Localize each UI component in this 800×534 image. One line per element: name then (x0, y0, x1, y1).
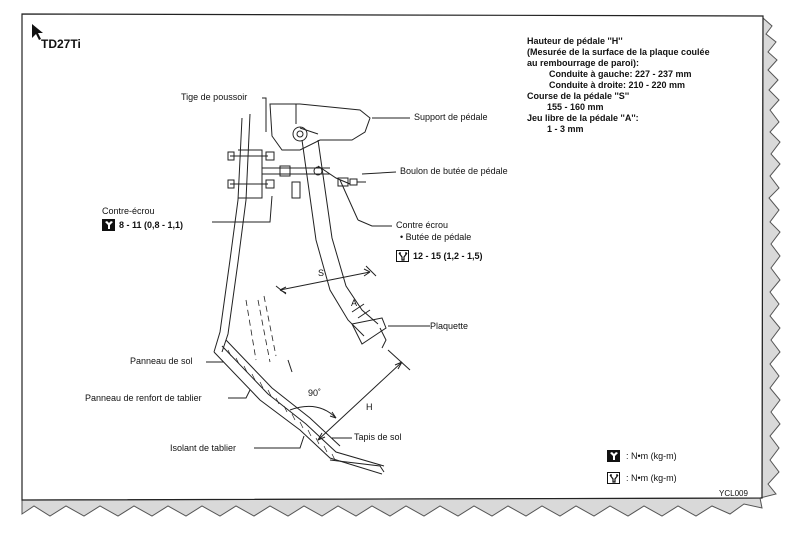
spec-stroke-value: 155 - 160 mm (547, 102, 604, 112)
model-title: TD27Ti (41, 37, 81, 51)
spec-stroke-title: Course de la pédale ''S'' (527, 91, 630, 101)
torque-socket-icon (607, 472, 620, 484)
label-floor-carpet: Tapis de sol (354, 432, 402, 442)
label-push-rod: Tige de poussoir (181, 92, 248, 102)
torque-lock-nut: 8 - 11 (0,8 - 1,1) (102, 219, 183, 231)
label-pedal-bracket: Support de pédale (414, 112, 488, 122)
spec-freeplay-title: Jeu libre de la pédale ''A'': (527, 113, 639, 123)
label-dash-reinforcement: Panneau de renfort de tablier (85, 393, 202, 403)
dim-a-label: A (351, 298, 358, 308)
torque-wrench-icon (102, 219, 115, 231)
legend-unit-1-text: : N•m (kg-m) (626, 451, 677, 461)
cursor-arrow-icon (32, 24, 43, 40)
legend-unit-2-text: : N•m (kg-m) (626, 473, 677, 483)
spec-line1: Hauteur de pédale ''H'' (527, 36, 623, 46)
spec-freeplay-value: 1 - 3 mm (547, 124, 584, 134)
dim-h-label: H (366, 402, 373, 412)
spec-line3: au rembourrage de paroi): (527, 58, 640, 68)
spec-left-drive: Conduite à gauche: 227 - 237 mm (549, 69, 692, 79)
legend-unit-2: : N•m (kg-m) (607, 472, 677, 484)
torn-edge (21, 16, 781, 517)
torque-lock-nut-value: 8 - 11 (0,8 - 1,1) (119, 220, 184, 230)
label-lock-nut-left: Contre-écrou (102, 206, 155, 216)
torque-wrench-icon (607, 450, 620, 462)
angle-label: 90˚ (308, 388, 322, 398)
legend-unit-1: : N•m (kg-m) (607, 450, 677, 462)
torque-socket-icon (396, 250, 409, 262)
label-pedal-stopper: • Butée de pédale (400, 232, 472, 242)
torque-stopper: 12 - 15 (1,2 - 1,5) (396, 250, 483, 262)
pedal-assembly-lines (206, 97, 430, 475)
dim-s-label: S (318, 268, 325, 278)
torque-stopper-value: 12 - 15 (1,2 - 1,5) (413, 251, 483, 261)
label-pad: Plaquette (430, 321, 469, 331)
label-stop-bolt: Boulon de butée de pédale (400, 166, 508, 176)
spec-right-drive: Conduite à droite: 210 - 220 mm (549, 80, 686, 90)
spec-block: Hauteur de pédale ''H'' (Mesurée de la s… (527, 36, 710, 135)
figure-code: YCL009 (719, 489, 748, 498)
label-lock-nut-right: Contre écrou (396, 220, 449, 230)
page-frame (21, 13, 764, 501)
label-dash-insulator: Isolant de tablier (170, 443, 237, 453)
label-floor-panel: Panneau de sol (130, 356, 193, 366)
spec-line2: (Mesurée de la surface de la plaque coul… (527, 47, 710, 57)
